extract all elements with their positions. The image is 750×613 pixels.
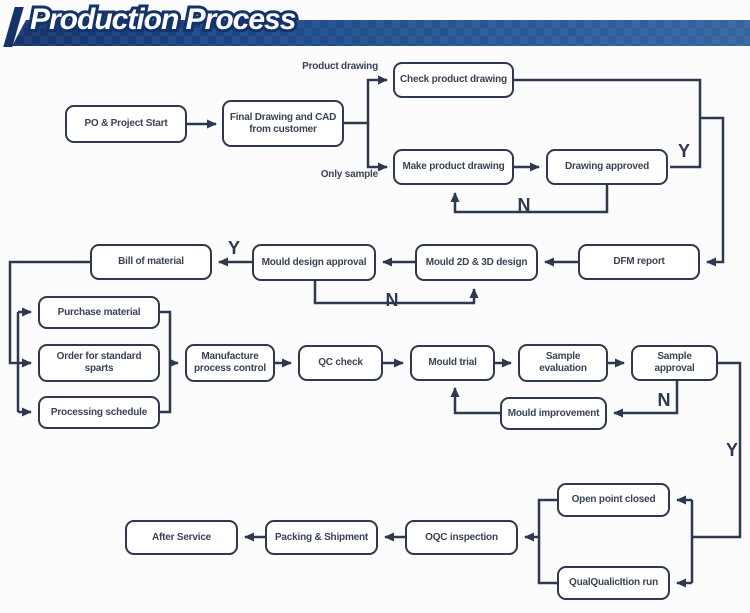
node-after-service: After Service	[125, 520, 238, 555]
node-sample-evaluation: Sample evaluation	[518, 344, 608, 382]
node-po-project-start: PO & Project Start	[65, 105, 187, 143]
node-dfm-report: DFM report	[578, 244, 700, 280]
node-packing-shipment: Packing & Shipment	[265, 520, 378, 555]
node-drawing-approved: Drawing approved	[546, 149, 668, 185]
node-bill-of-material: Bill of material	[90, 244, 212, 280]
node-processing-schedule: Processing schedule	[38, 396, 160, 429]
label-design-approved-yes: Y	[227, 238, 240, 258]
node-mould-trial: Mould trial	[410, 345, 495, 381]
label-design-approved-no: N	[385, 290, 399, 310]
node-open-point-closed: Open point closed	[557, 483, 670, 517]
node-mould-2d-3d-design: Mould 2D & 3D design	[415, 244, 538, 281]
label-sample-approved-no: N	[657, 390, 671, 410]
page-title: Production Process	[27, 0, 299, 39]
node-check-product-drawing: Check product drawing	[393, 62, 514, 98]
node-qc-check: QC check	[298, 345, 383, 381]
label-sample-approved-yes: Y	[725, 440, 738, 460]
node-mould-design-approval: Mould design approval	[252, 244, 376, 281]
header-banner	[12, 20, 750, 46]
node-order-standard-sparts: Order for standard sparts	[38, 344, 160, 382]
node-purchase-material: Purchase material	[38, 296, 160, 329]
node-qualification-run: QualQualicItion run	[557, 566, 670, 600]
label-drawing-approved-yes: Y	[677, 141, 690, 161]
node-oqc-inspection: OQC inspection	[405, 520, 518, 555]
node-sample-approval: Sample approval	[631, 345, 718, 381]
node-make-product-drawing: Make product drawing	[393, 149, 514, 185]
label-only-sample: Only sample	[320, 169, 378, 180]
node-final-drawing-cad: Final Drawing and CAD from customer	[222, 100, 344, 147]
node-mould-improvement: Mould improvement	[500, 397, 607, 430]
label-product-drawing: Product drawing	[302, 61, 378, 72]
node-manufacture-process-control: Manufacture process control	[185, 344, 275, 382]
label-drawing-approved-no: N	[517, 195, 531, 215]
